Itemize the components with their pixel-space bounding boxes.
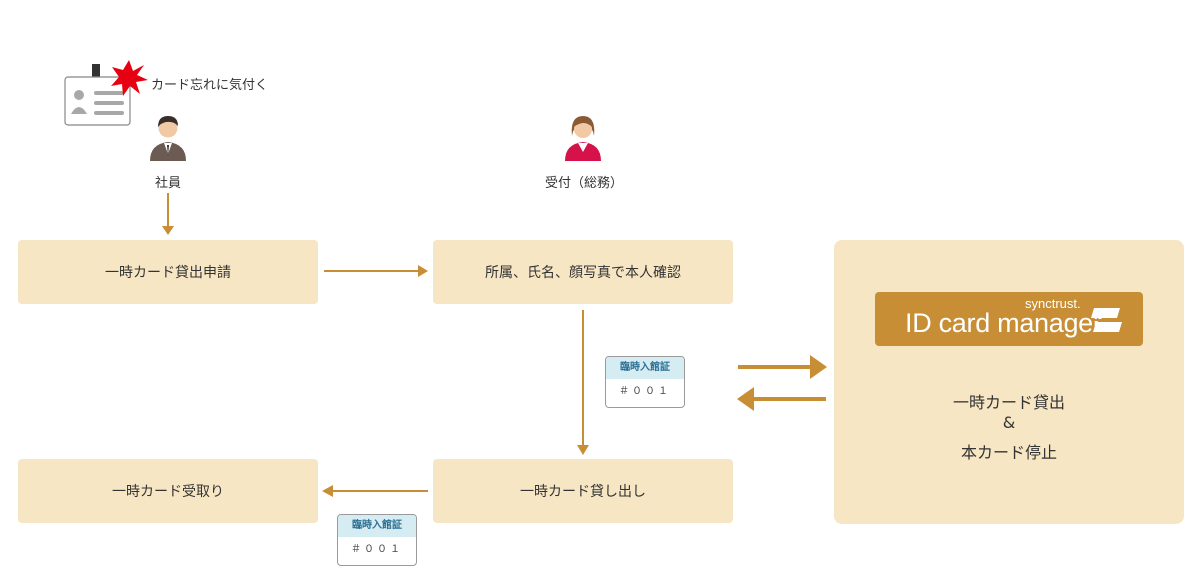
logo-small-text: synctrust. bbox=[1025, 296, 1081, 311]
step-receive-label: 一時カード受取り bbox=[112, 484, 224, 500]
system-line-2: & bbox=[1002, 413, 1016, 432]
pass-number: ＃００１ bbox=[351, 544, 403, 555]
temp-pass-card: 臨時入館証 ＃００１ bbox=[337, 514, 417, 566]
alert-burst-icon bbox=[111, 60, 148, 96]
system-line-3: 本カード停止 bbox=[960, 443, 1057, 462]
reception-label: 受付（総務） bbox=[544, 176, 623, 191]
arrow-to-system bbox=[738, 355, 827, 379]
reception-icon bbox=[565, 116, 601, 161]
employee-label: 社員 bbox=[154, 176, 181, 191]
pass-number: ＃００１ bbox=[619, 386, 671, 397]
arrow-from-system bbox=[737, 387, 826, 411]
step-apply-box: 一時カード貸出申請 bbox=[18, 240, 318, 304]
step-verify-box: 所属、氏名、顔写真で本人確認 bbox=[433, 240, 733, 304]
arrow-apply-to-verify bbox=[324, 265, 428, 277]
forgot-card-label: カード忘れに気付く bbox=[151, 78, 269, 93]
id-card-icon bbox=[64, 64, 131, 126]
arrow-lend-to-receive bbox=[322, 485, 428, 497]
employee-icon bbox=[150, 116, 186, 161]
pass-title: 臨時入館証 bbox=[606, 357, 684, 379]
id-card-manager-logo: synctrust. ID card manager bbox=[875, 292, 1143, 346]
step-apply-label: 一時カード貸出申請 bbox=[105, 265, 231, 281]
logo-main-text: ID card manager bbox=[905, 308, 1102, 338]
step-lend-box: 一時カード貸し出し bbox=[433, 459, 733, 523]
temp-pass-card: 臨時入館証 ＃００１ bbox=[605, 356, 685, 408]
step-verify-label: 所属、氏名、顔写真で本人確認 bbox=[485, 265, 681, 281]
arrow-employee-to-apply bbox=[162, 193, 174, 235]
system-line-1: 一時カード貸出 bbox=[952, 393, 1065, 412]
pass-title: 臨時入館証 bbox=[338, 515, 416, 537]
card-stack-icon bbox=[1091, 308, 1122, 332]
step-receive-box: 一時カード受取り bbox=[18, 459, 318, 523]
arrow-verify-to-lend bbox=[577, 310, 589, 455]
system-panel: synctrust. ID card manager 一時カード貸出 & 本カー… bbox=[834, 240, 1184, 524]
step-lend-label: 一時カード貸し出し bbox=[520, 484, 646, 500]
